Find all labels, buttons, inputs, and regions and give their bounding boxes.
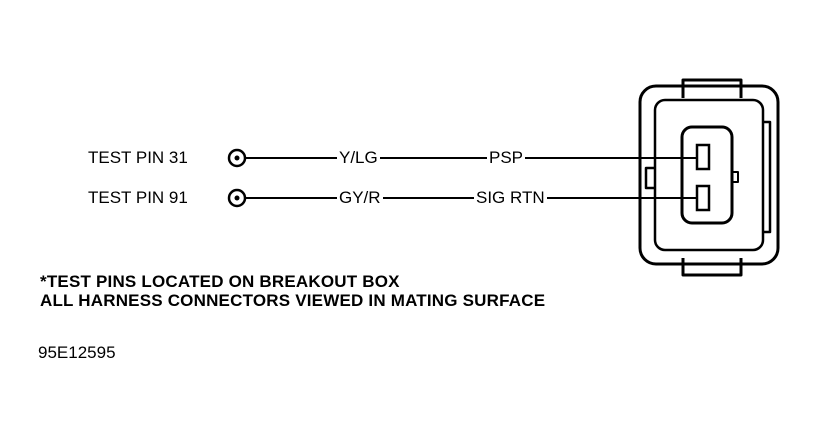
test-pin-31-label: TEST PIN 31	[88, 148, 188, 167]
connector-left-key	[644, 166, 655, 190]
connector-bottom-latch	[681, 258, 743, 277]
connector-pin-psp	[695, 143, 711, 171]
note-test-pins-location: *TEST PINS LOCATED ON BREAKOUT BOX	[40, 272, 400, 291]
connector-outer-body	[638, 84, 780, 266]
connector-side-mark	[732, 171, 739, 183]
connector-terminal-cavity	[680, 125, 734, 225]
note-mating-surface: ALL HARNESS CONNECTORS VIEWED IN MATING …	[40, 291, 546, 310]
harness-connector	[638, 78, 780, 277]
connector-inner-shell	[653, 98, 765, 252]
connector-pin-sig-rtn	[695, 184, 711, 212]
test-pin-terminal-31	[227, 148, 247, 168]
circuit-label-sig-rtn: SIG RTN	[474, 188, 547, 208]
wire-color-label-pin-91: GY/R	[337, 188, 383, 208]
wire-color-label-pin-31: Y/LG	[337, 148, 380, 168]
connector-top-latch	[681, 78, 743, 98]
test-pin-terminal-91	[227, 188, 247, 208]
test-pin-91-label: TEST PIN 91	[88, 188, 188, 207]
figure-code: 95E12595	[38, 343, 116, 362]
connector-right-ridge	[763, 120, 772, 234]
circuit-label-psp: PSP	[487, 148, 526, 168]
